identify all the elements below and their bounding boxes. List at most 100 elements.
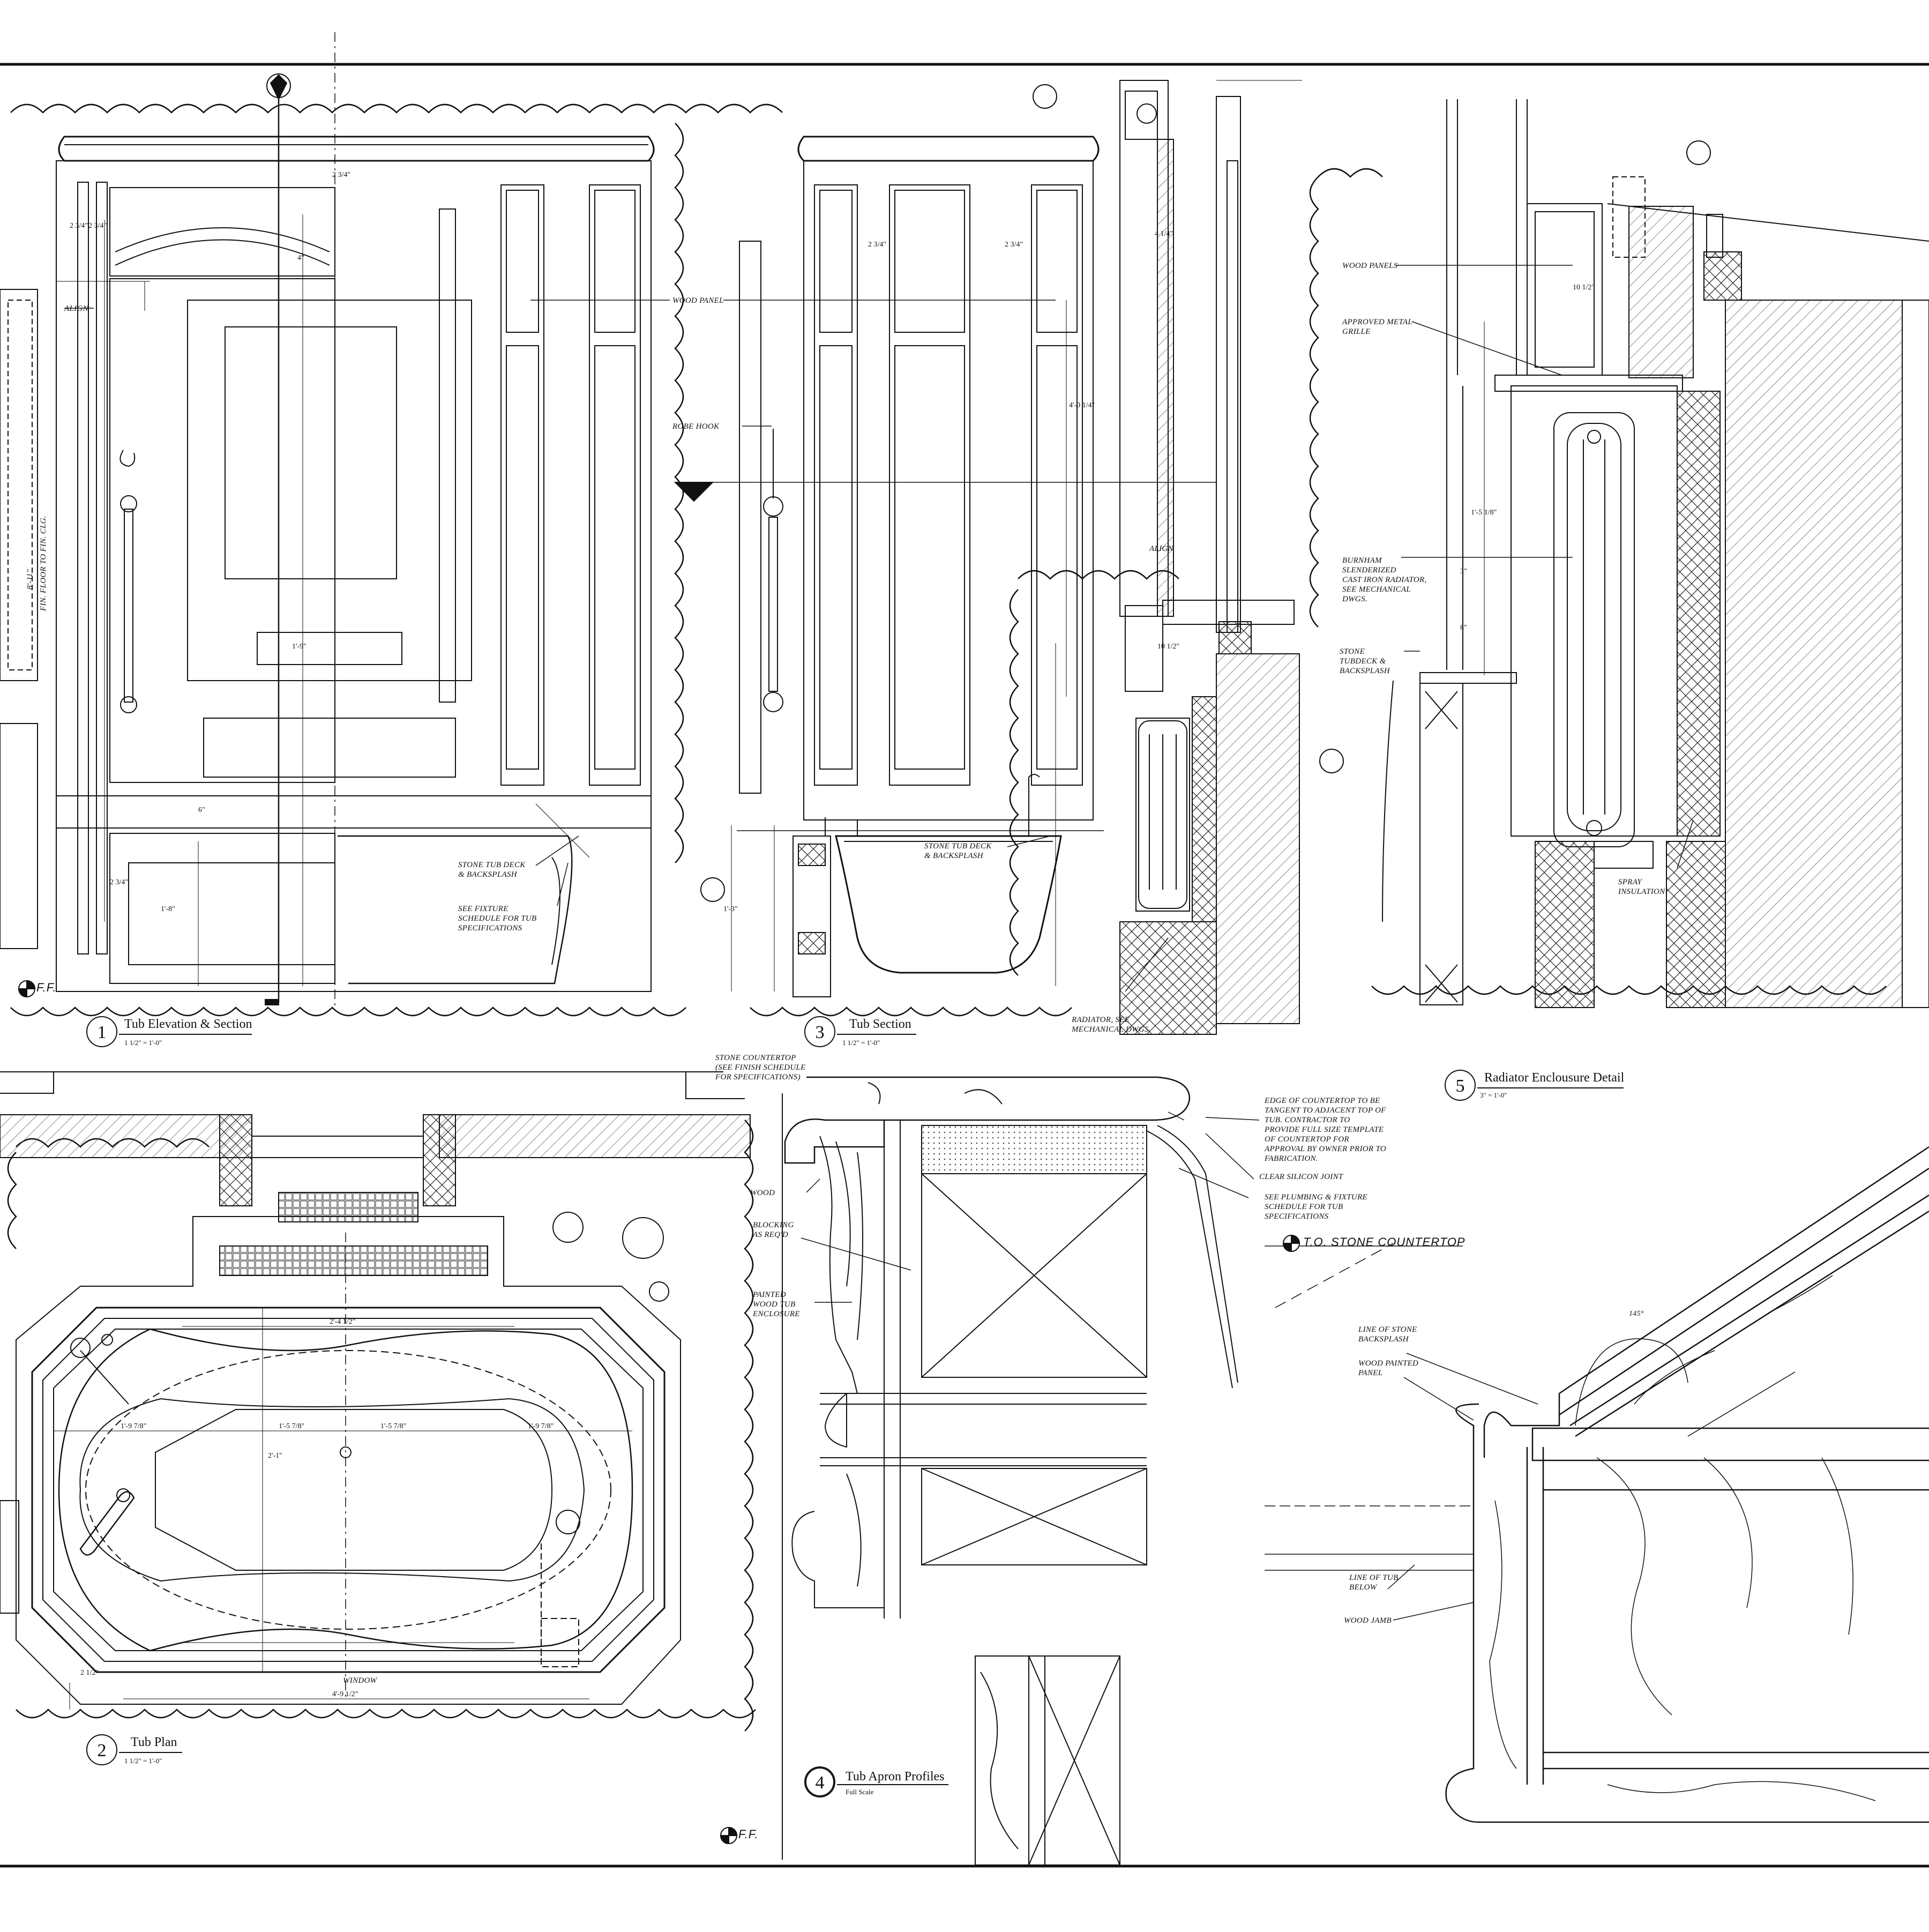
view-1-title: Tub Elevation & Section [124,1017,252,1031]
dim-s-b: 10 1/2" [1157,643,1179,651]
edge-l5: OF COUNTERTOP FOR [1265,1135,1349,1144]
countertop-l1: STONE COUNTERTOP [715,1054,796,1062]
edge-l4: PROVIDE FULL SIZE TEMPLATE [1264,1125,1384,1134]
dim-s-c: 1'-3" [723,905,738,913]
tub-section [674,80,1344,1035]
stone-tubdeck-l3: BACKSPLASH [1340,667,1390,675]
line-stone-l2: BACKSPLASH [1358,1335,1409,1344]
view-5-scale: 3" = 1'-0" [1480,1091,1507,1099]
stone-deck-1-l2: & BACKSPLASH [458,870,518,879]
level-symbols [18,980,1300,1845]
dim-s-tall: 4'-0 1/4" [1069,401,1095,409]
stone-deck-1-l1: STONE TUB DECK [458,861,526,869]
spray-l1: SPRAY [1618,878,1642,886]
tub-plan [0,1071,756,1732]
dim-r-c: 3" [1460,568,1467,576]
height-dim: 8'-11" [26,569,34,590]
see-fixture-l3: SPECIFICATIONS [458,924,522,933]
svg-text:STONE COUNTERTOP(SEE FINISH SC: STONE COUNTERTOP(SEE FINISH SCHEDULEFOR … [715,1054,805,1081]
radiator-see-l1: RADIATOR, SEE [1071,1016,1130,1024]
dim-e-mid: 1'-9" [292,643,306,651]
radiator-detail [1309,99,1929,1008]
view-2-title: Tub Plan [131,1735,177,1749]
window-label: WINDOW [343,1676,378,1685]
view-4-number: 4 [816,1773,825,1793]
burnham-l2: SLENDERIZED [1342,566,1396,575]
burnham-l1: BURNHAM [1342,556,1382,565]
stone-deck-3-l1: STONE TUB DECK [924,842,992,851]
burnham-l4: SEE MECHANICAL [1342,585,1411,594]
plumbing-l1: SEE PLUMBING & FIXTURE [1265,1193,1367,1202]
to-countertop-label: T.O. STONE COUNTERTOP [1303,1235,1466,1249]
dim-e-side1: 2 3/4" [70,222,88,230]
stone-deck-3-l2: & BACKSPLASH [924,852,984,860]
view-1-number: 1 [98,1023,107,1042]
note-silicon: CLEAR SILICON JOINT [1259,1173,1344,1181]
dim-s-top1: 2 3/4" [868,241,886,249]
edge-l3: TUB. CONTRACTOR TO [1265,1116,1350,1124]
edge-l2: TANGENT TO ADJACENT TOP OF [1265,1106,1386,1115]
burnham-l3: CAST IRON RADIATOR, [1342,576,1427,584]
countertop-l2: (SEE FINISH SCHEDULE [715,1063,805,1072]
view-4-title: Tub Apron Profiles [846,1770,944,1784]
plumbing-l2: SCHEDULE FOR TUB [1265,1203,1343,1211]
dim-p-bottom: 4'-9 1/2" [332,1690,358,1698]
ff-label-2: F.F. [738,1827,758,1841]
dim-s-top2: 2 3/4" [1005,241,1023,249]
note-wood: WOOD [750,1189,775,1197]
tub-apron-profiles [782,1076,1238,1866]
view-titles: 1 Tub Elevation & Section 1 1/2" = 1'-0"… [98,1017,1625,1796]
countertop-l3: FOR SPECIFICATIONS) [715,1073,801,1081]
view-4-scale: Full Scale [846,1788,874,1796]
line-tub-l1: LINE OF TUB [1349,1573,1399,1582]
view-titles-graphics [86,1016,1624,1797]
edge-l6: APPROVAL BY OWNER PRIOR TO [1264,1145,1386,1153]
dim-p-l3: 1'-5 7/8" [380,1422,406,1430]
wood-painted-l2: PANEL [1358,1369,1382,1377]
blocking-l2: AS REQ'D [752,1230,788,1239]
grille-l1: APPROVED METAL [1342,318,1412,326]
painted-l2: WOOD TUB [753,1300,795,1309]
dim-e-pnl: 4" [297,254,304,262]
tub-elevation [0,32,783,1017]
note-wood-jamb: WOOD JAMB [1344,1616,1392,1625]
line-tub-l2: BELOW [1349,1583,1378,1592]
ff-label-1: F.F. [36,981,56,994]
blocking-l1: BLOCKING [753,1221,794,1229]
view-3-title: Tub Section [849,1017,911,1031]
edge-l1: EDGE OF COUNTERTOP TO BE [1264,1096,1380,1105]
view-1-scale: 1 1/2" = 1'-0" [124,1039,162,1047]
view-3-scale: 1 1/2" = 1'-0" [842,1039,880,1047]
painted-l3: ENCLOSURE [752,1310,800,1318]
stone-tubdeck-l1: STONE [1340,647,1365,656]
dim-e-low-a: 6" [198,806,205,814]
dim-e-low-b: 1'-8" [161,905,175,913]
dim-s-a: 4 1/4" [1155,230,1173,238]
dim-r-a: 10 1/2" [1573,284,1595,292]
note-wood-panels: WOOD PANELS [1342,262,1398,270]
line-stone-l1: LINE OF STONE [1358,1325,1417,1334]
dim-e-low-c: 2 3/4" [110,878,128,886]
dim-e-side2: 2 3/4" [88,222,107,230]
leader-lines [64,265,1694,1621]
svg-text:STONE TUB DECK& BACKSPLASH: STONE TUB DECK& BACKSPLASH [458,861,526,879]
dim-r-d: 8" [1460,624,1467,632]
grille-l2: GRILLE [1342,327,1371,336]
annotations: ALIGN ALIGN WOOD PANEL ROBE HOOK WOOD PA… [26,262,1665,1841]
dim-p-l2: 1'-5 7/8" [279,1422,304,1430]
radiator-see-l2: MECHANICAL DWGS. [1071,1025,1151,1034]
note-align-2: ALIGN [1149,544,1174,553]
